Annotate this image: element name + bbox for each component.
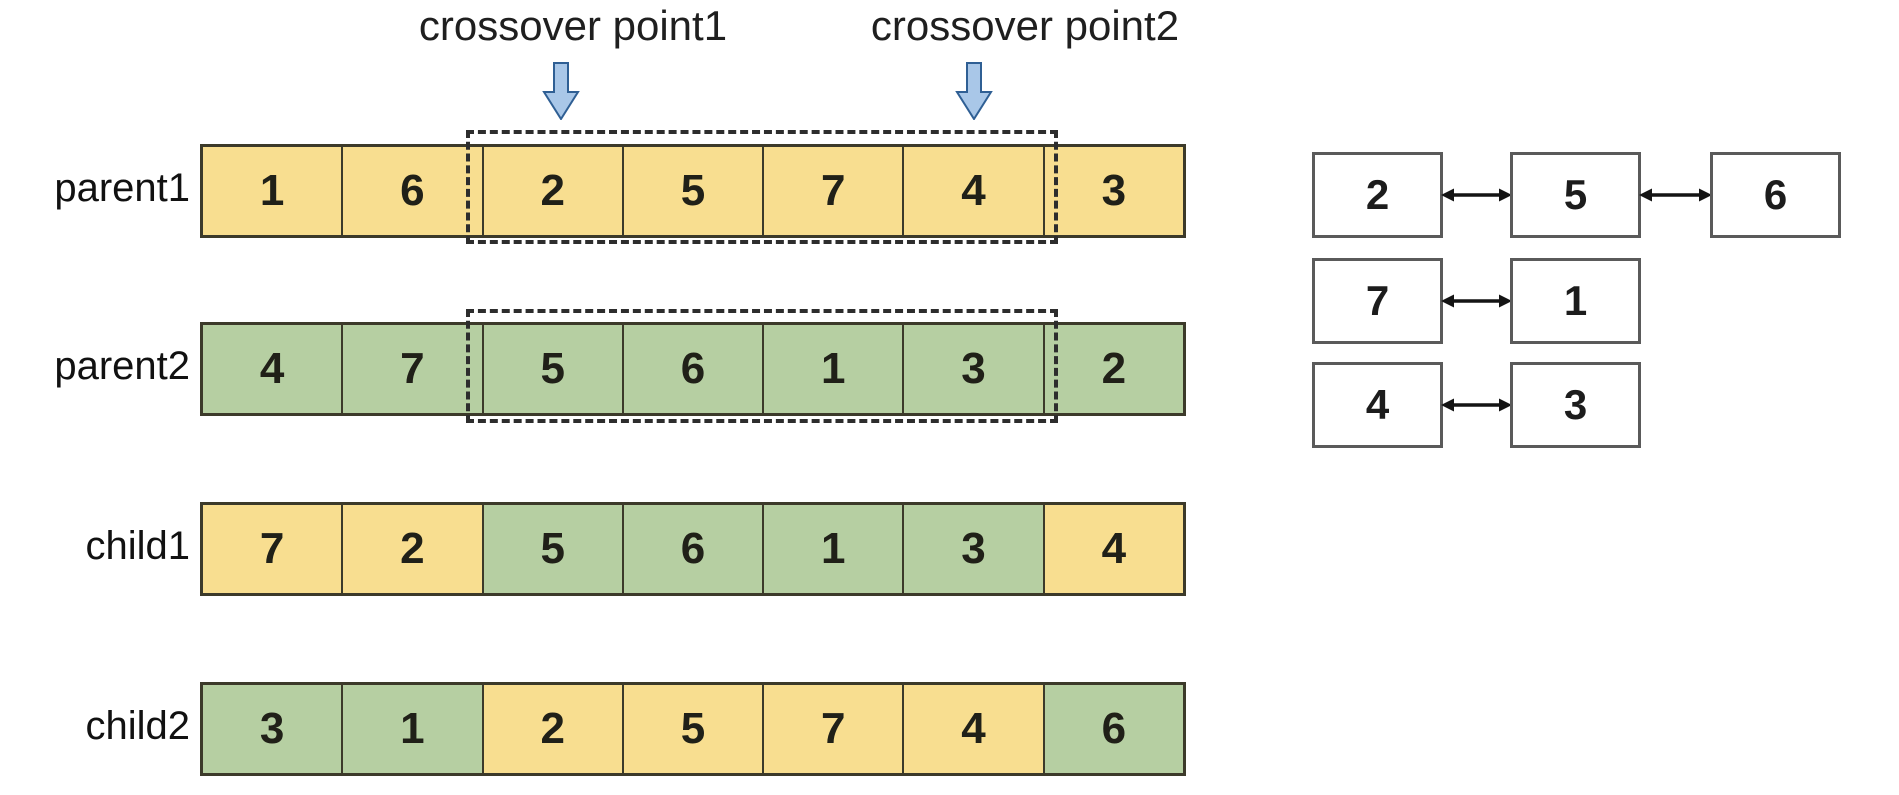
- crossover-point1-label: crossover point1: [418, 2, 728, 49]
- gene-cell: 7: [203, 505, 344, 593]
- gene-cell: 1: [764, 325, 905, 413]
- gene-cell: 2: [483, 685, 624, 773]
- gene-cell: 2: [343, 505, 484, 593]
- row-label-parent2: parent2: [54, 343, 190, 388]
- crossover-point1-arrow-icon: [542, 62, 580, 120]
- row-label-child1: child1: [85, 523, 190, 568]
- gene-cell: 4: [904, 685, 1045, 773]
- gene-cell: 7: [764, 685, 905, 773]
- double-arrow-icon: [1441, 398, 1512, 412]
- row-label-parent1: parent1: [54, 165, 190, 210]
- gene-cell: 6: [1044, 685, 1183, 773]
- double-arrow-icon: [1441, 188, 1512, 202]
- gene-cell: 5: [623, 147, 765, 235]
- mapping-box: 6: [1710, 152, 1841, 238]
- mapping-box: 7: [1312, 258, 1443, 344]
- gene-cell: 2: [483, 147, 624, 235]
- mapping-box: 4: [1312, 362, 1443, 448]
- gene-cell: 4: [1044, 505, 1183, 593]
- gene-cell: 7: [343, 325, 484, 413]
- gene-cell: 7: [764, 147, 905, 235]
- double-arrow-icon: [1441, 294, 1512, 308]
- gene-cell: 6: [343, 147, 484, 235]
- child1-chromosome: 7 2 5 6 1 3 4: [200, 502, 1186, 596]
- gene-cell: 2: [1044, 325, 1183, 413]
- gene-cell: 1: [343, 685, 484, 773]
- gene-cell: 4: [904, 147, 1045, 235]
- mapping-box: 1: [1510, 258, 1641, 344]
- row-label-child2: child2: [85, 703, 190, 748]
- gene-cell: 5: [623, 685, 765, 773]
- mapping-box: 5: [1510, 152, 1641, 238]
- mapping-box: 3: [1510, 362, 1641, 448]
- child2-chromosome: 3 1 2 5 7 4 6: [200, 682, 1186, 776]
- gene-cell: 4: [203, 325, 344, 413]
- crossover-point2-label: crossover point2: [870, 2, 1180, 49]
- gene-cell: 3: [1044, 147, 1183, 235]
- gene-cell: 3: [203, 685, 344, 773]
- parent1-chromosome: 1 6 2 5 7 4 3: [200, 144, 1186, 238]
- gene-cell: 1: [764, 505, 905, 593]
- gene-cell: 3: [904, 505, 1045, 593]
- gene-cell: 1: [203, 147, 344, 235]
- gene-cell: 5: [483, 325, 624, 413]
- parent2-chromosome: 4 7 5 6 1 3 2: [200, 322, 1186, 416]
- gene-cell: 3: [904, 325, 1045, 413]
- crossover-point2-arrow-icon: [955, 62, 993, 120]
- gene-cell: 6: [623, 505, 765, 593]
- double-arrow-icon: [1639, 188, 1712, 202]
- gene-cell: 6: [623, 325, 765, 413]
- gene-cell: 5: [483, 505, 624, 593]
- mapping-box: 2: [1312, 152, 1443, 238]
